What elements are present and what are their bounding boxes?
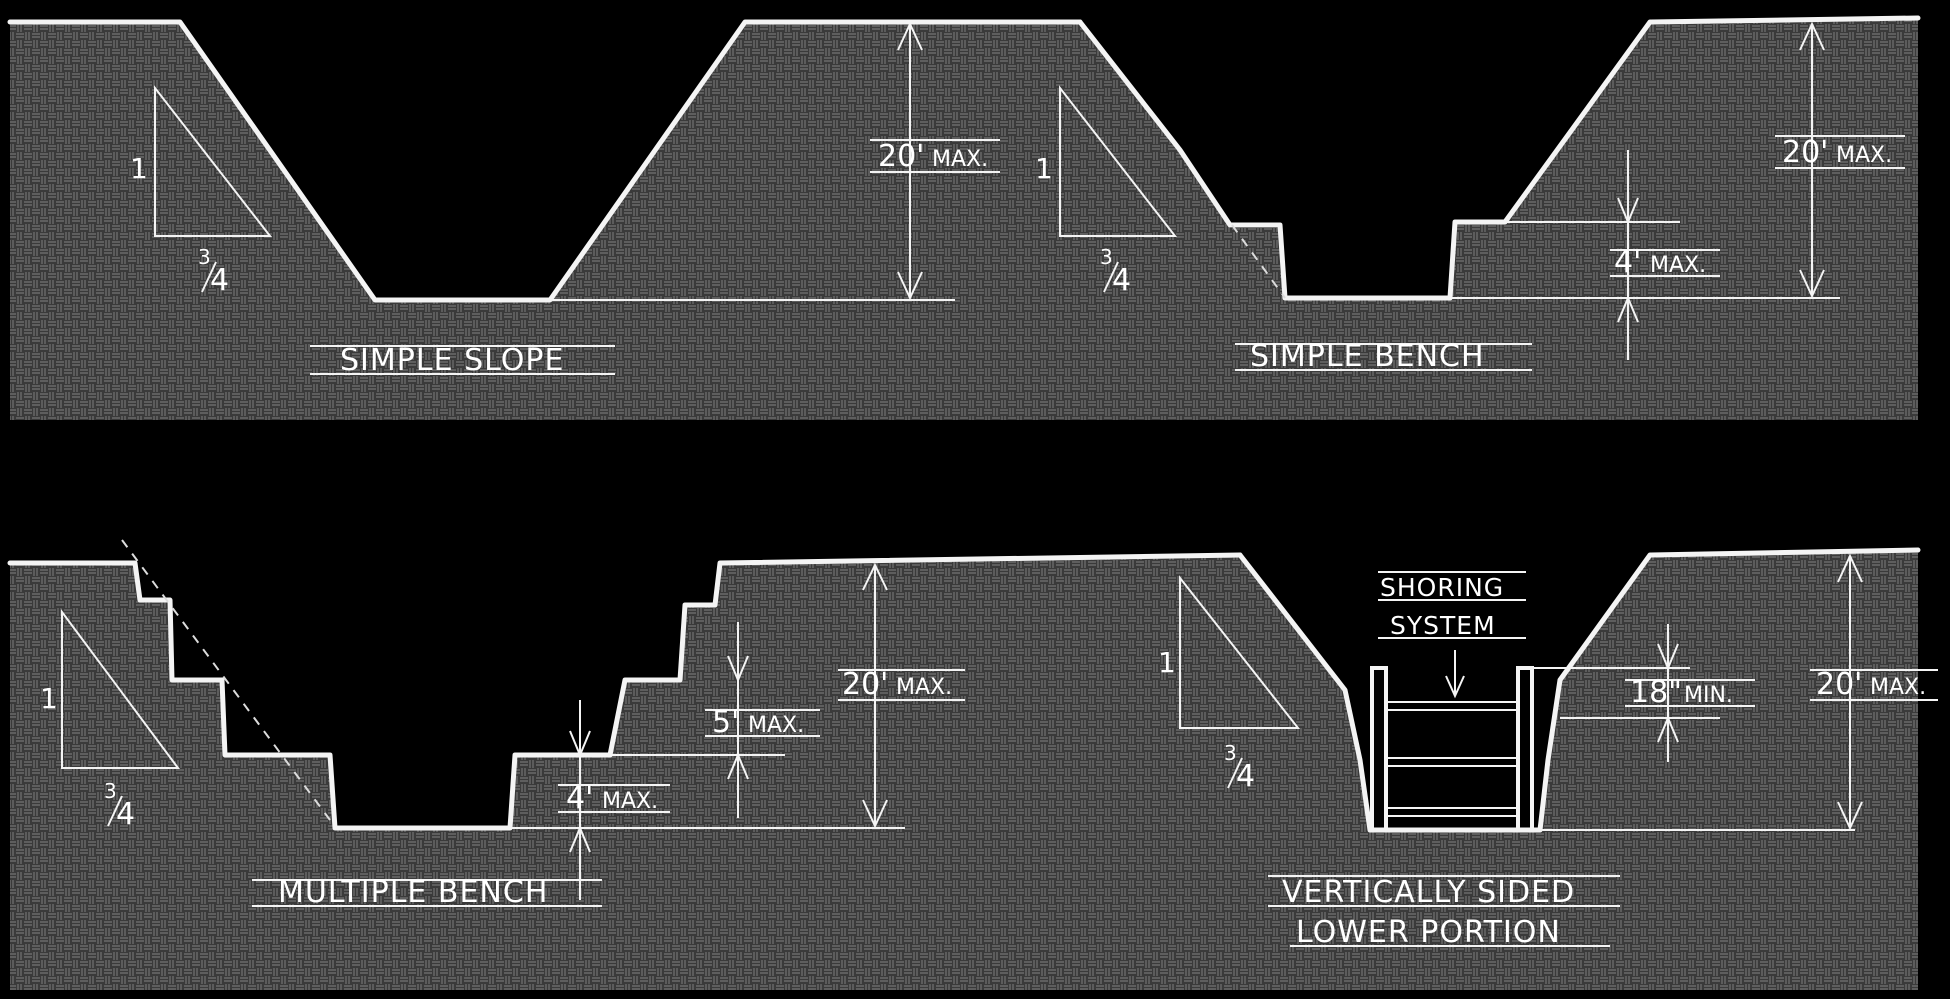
multiple-bench-bottom-unit: MAX.: [602, 789, 658, 814]
simple-bench-ground-line: [1077, 15, 1921, 301]
vertically-sided-title-line2: LOWER PORTION: [1296, 915, 1561, 950]
shoring-label-line1: SHORING: [1380, 573, 1504, 602]
multiple-bench-step-unit: MAX.: [748, 713, 804, 738]
simple-slope-diagram: 1 3 4 20' MAX. SIMPLE SLOPE: [7, 18, 1918, 420]
simple-slope-depth-arrows: [897, 21, 923, 301]
simple-slope-depth-unit: MAX.: [932, 147, 988, 172]
vertically-sided-ratio-run-num: 3: [1224, 741, 1237, 765]
multiple-bench-ground-line: [7, 552, 1243, 831]
vertically-sided-depth-value: 20': [1816, 667, 1862, 702]
shoring-label-arrow: [1445, 675, 1465, 699]
simple-slope-ratio-run-den: 4: [210, 263, 229, 298]
multiple-bench-step-value: 5': [712, 705, 739, 740]
simple-slope-soil: [10, 18, 1918, 420]
multiple-bench-slope-guide: [121, 539, 331, 821]
simple-slope-ground-line: [7, 19, 1083, 303]
shoring-right-panel: [1516, 666, 1534, 832]
simple-slope-depth-value: 20': [878, 139, 924, 174]
simple-bench-title: SIMPLE BENCH: [1250, 339, 1485, 374]
multiple-bench-depth-value: 20': [842, 667, 888, 702]
simple-bench-ratio-rise: 1: [1035, 152, 1053, 185]
lower-soil: [10, 550, 1918, 990]
simple-slope-ratio-triangle: [154, 85, 273, 237]
simple-slope-ratio-run-num: 3: [198, 245, 211, 269]
multiple-bench-ratio-run-num: 3: [104, 779, 117, 803]
vertically-sided-depth-arrows: [1837, 553, 1863, 831]
simple-bench-depth-value: 20': [1782, 135, 1828, 170]
multiple-bench-title: MULTIPLE BENCH: [278, 875, 548, 910]
simple-bench-slope-guide: [1231, 224, 1286, 299]
simple-bench-diagram: 1 3 4 20' MAX. 4' MAX. SIMPLE BENCH: [1035, 15, 1921, 374]
vertically-sided-title-line1: VERTICALLY SIDED: [1282, 875, 1575, 910]
vertically-sided-diagram: SHORING SYSTEM 1 3 4 20' MAX. 18" MIN. V…: [1158, 547, 1938, 950]
simple-bench-depth-arrows: [1799, 21, 1825, 299]
vertically-sided-depth-unit: MAX.: [1870, 675, 1926, 700]
shoring-label-line2: SYSTEM: [1390, 611, 1496, 640]
multiple-bench-step-arrows: [727, 655, 749, 780]
multiple-bench-fraction-slash: [107, 795, 123, 827]
multiple-bench-depth-arrows: [862, 562, 888, 829]
vertically-sided-fraction-slash: [1227, 757, 1243, 789]
shoring-system: [1370, 666, 1580, 832]
multiple-bench-bottom-value: 4': [566, 781, 593, 816]
vertically-sided-ratio-rise: 1: [1158, 646, 1176, 679]
simple-slope-title: SIMPLE SLOPE: [340, 343, 564, 378]
multiple-bench-ratio-rise: 1: [40, 682, 58, 715]
simple-slope-fraction-slash: [201, 261, 217, 293]
multiple-bench-ratio-triangle: [61, 608, 180, 769]
simple-bench-bench-unit: MAX.: [1650, 253, 1706, 278]
simple-bench-ratio-triangle: [1059, 85, 1178, 237]
vertically-sided-min-value: 18": [1630, 675, 1682, 710]
multiple-bench-diagram: 1 3 4 20' MAX. 5' MAX. 4' MAX. MULTIPLE …: [7, 539, 1918, 990]
simple-bench-ratio-run-num: 3: [1100, 245, 1113, 269]
multiple-bench-bottom-arrows: [569, 730, 591, 853]
vertically-sided-ratio-run-den: 4: [1236, 759, 1255, 794]
shoring-left-panel: [1370, 666, 1388, 832]
simple-bench-depth-unit: MAX.: [1836, 143, 1892, 168]
multiple-bench-ratio-run-den: 4: [116, 797, 135, 832]
vertically-sided-min-unit: MIN.: [1684, 683, 1733, 708]
vertically-sided-ratio-triangle: [1179, 575, 1301, 729]
simple-bench-bench-arrows: [1617, 197, 1639, 323]
simple-bench-ratio-run-den: 4: [1112, 263, 1131, 298]
multiple-bench-depth-unit: MAX.: [896, 675, 952, 700]
simple-bench-fraction-slash: [1103, 261, 1119, 293]
simple-slope-ratio-rise: 1: [130, 152, 148, 185]
simple-bench-bench-value: 4': [1614, 245, 1641, 280]
